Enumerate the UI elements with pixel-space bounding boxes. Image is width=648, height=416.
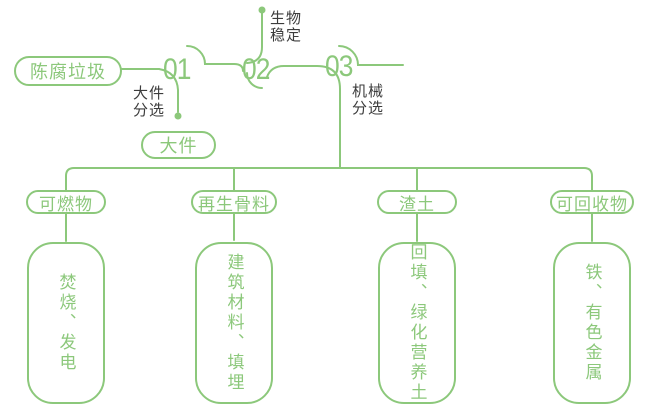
category-label: 可燃物 (39, 194, 93, 214)
step-number-03: 03 (325, 50, 354, 83)
result-box-recycled-aggregate: 建筑材料、填埋 (195, 242, 273, 404)
result-text: 回填、绿化营养土 (407, 243, 427, 403)
wire-02-to-03-down (266, 65, 341, 169)
category-node-recyclables: 可回收物 (550, 190, 634, 214)
result-text: 铁、有色金属 (582, 263, 602, 383)
category-node-slag-soil: 渣土 (377, 190, 457, 214)
category-label: 可回收物 (556, 194, 628, 214)
step-label-bulky-sorting: 大件 分选 (133, 85, 166, 119)
wire-branch-bar (65, 167, 593, 191)
wire-01-down-branch (158, 68, 179, 113)
step-label-bio-stabilization: 生物 稳定 (270, 10, 303, 44)
wire-02-up-branch (246, 12, 263, 64)
wire-arc-03 (338, 45, 404, 66)
source-node: 陈腐垃圾 (14, 56, 122, 86)
bulky-output-label: 大件 (159, 136, 198, 156)
result-box-combustibles: 焚烧、发电 (27, 242, 105, 404)
branch-endpoint-dot (174, 112, 182, 120)
step-number-02: 02 (242, 53, 271, 86)
result-box-recyclables: 铁、有色金属 (553, 242, 631, 404)
category-label: 渣土 (399, 194, 435, 214)
result-text: 焚烧、发电 (56, 273, 76, 373)
wire-arc-02-bottom (246, 72, 263, 89)
wire-arc-01 (186, 45, 244, 72)
category-node-combustibles: 可燃物 (26, 190, 106, 214)
step-number-01: 01 (163, 53, 192, 86)
branch-endpoint-dot (258, 6, 266, 14)
result-box-slag-soil: 回填、绿化营养土 (378, 242, 456, 404)
bulky-output-node: 大件 (141, 131, 216, 159)
category-label: 再生骨料 (198, 194, 270, 214)
result-text: 建筑材料、填埋 (224, 253, 244, 393)
step-label-mechanical-sorting: 机械 分选 (352, 83, 385, 117)
category-node-recycled-aggregate: 再生骨料 (191, 190, 277, 214)
source-label: 陈腐垃圾 (30, 62, 106, 82)
